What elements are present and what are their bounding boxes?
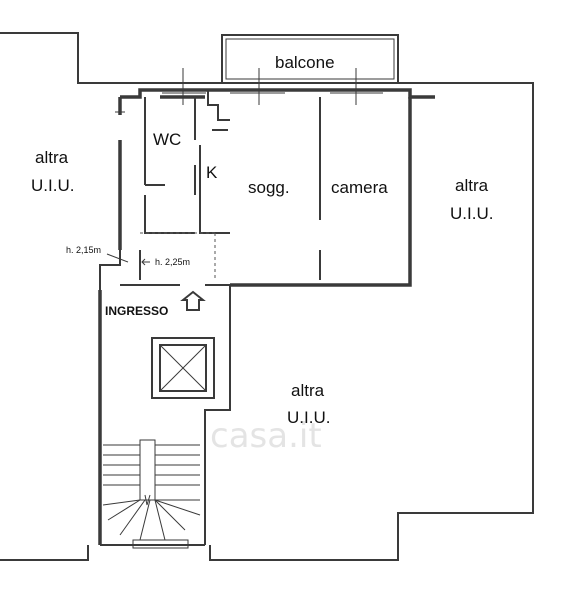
label-left-altra: altra — [35, 148, 69, 167]
label-right-altra: altra — [455, 176, 489, 195]
entrance-arrow-icon — [180, 290, 206, 311]
outer-boundary — [0, 32, 534, 561]
watermark: casa.it — [210, 416, 322, 456]
label-left-uiu: U.I.U. — [31, 176, 74, 195]
label-right-uiu: U.I.U. — [450, 204, 493, 223]
height-leaders — [106, 253, 150, 266]
label-height-225: h. 2,25m — [155, 257, 190, 267]
staircase — [102, 439, 201, 549]
label-wc: WC — [153, 130, 181, 149]
label-height-215: h. 2,15m — [66, 245, 101, 255]
apartment-walls — [98, 88, 435, 546]
label-balcone: balcone — [275, 53, 335, 72]
label-k: K — [206, 163, 218, 182]
balcony — [221, 34, 399, 84]
label-bottom-altra: altra — [291, 381, 325, 400]
label-bottom-uiu: U.I.U. — [287, 408, 330, 427]
label-sogg: sogg. — [248, 178, 290, 197]
label-ingresso: INGRESSO — [105, 304, 168, 318]
windows — [115, 68, 383, 113]
elevator — [151, 337, 215, 399]
label-camera: camera — [331, 178, 388, 197]
